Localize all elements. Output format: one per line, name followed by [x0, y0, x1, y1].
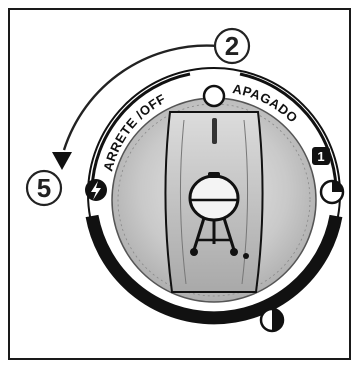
flame-bolt-icon [85, 179, 107, 201]
callout-2-label: 2 [225, 31, 239, 61]
half-circle-icon [261, 309, 283, 331]
callout-5-label: 5 [37, 173, 51, 203]
badge-1: 1 [312, 147, 330, 165]
callout-5: 5 [27, 171, 61, 205]
off-circle-icon [204, 86, 224, 106]
quarter-circle-icon [321, 181, 343, 203]
badge-1-label: 1 [317, 149, 324, 164]
callout-2: 2 [215, 29, 249, 63]
